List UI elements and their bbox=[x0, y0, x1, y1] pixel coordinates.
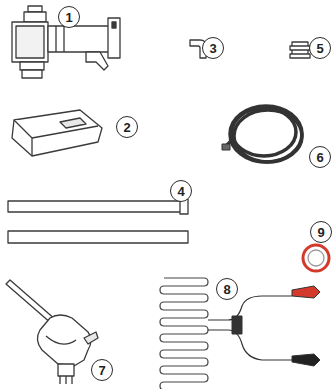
callout-circle: 1 bbox=[58, 6, 80, 28]
callout-number: 6 bbox=[316, 151, 323, 164]
callout-number: 1 bbox=[65, 11, 72, 24]
callout-circle: 2 bbox=[116, 116, 138, 138]
callout-circle: 7 bbox=[91, 359, 113, 381]
callout-circle: 4 bbox=[170, 180, 192, 202]
callout-number: 4 bbox=[177, 185, 184, 198]
callout-number: 5 bbox=[316, 42, 323, 55]
callout-number: 9 bbox=[317, 226, 324, 239]
callout-number: 2 bbox=[123, 121, 130, 134]
callout-number: 8 bbox=[223, 283, 230, 296]
callout-circle: 9 bbox=[310, 221, 332, 243]
callout-circle: 5 bbox=[309, 37, 331, 59]
callout-circle: 6 bbox=[309, 146, 331, 168]
callout-number: 3 bbox=[209, 42, 216, 55]
callout-number: 7 bbox=[98, 364, 105, 377]
callout-circle: 8 bbox=[216, 278, 238, 300]
callout-circle: 3 bbox=[202, 37, 224, 59]
